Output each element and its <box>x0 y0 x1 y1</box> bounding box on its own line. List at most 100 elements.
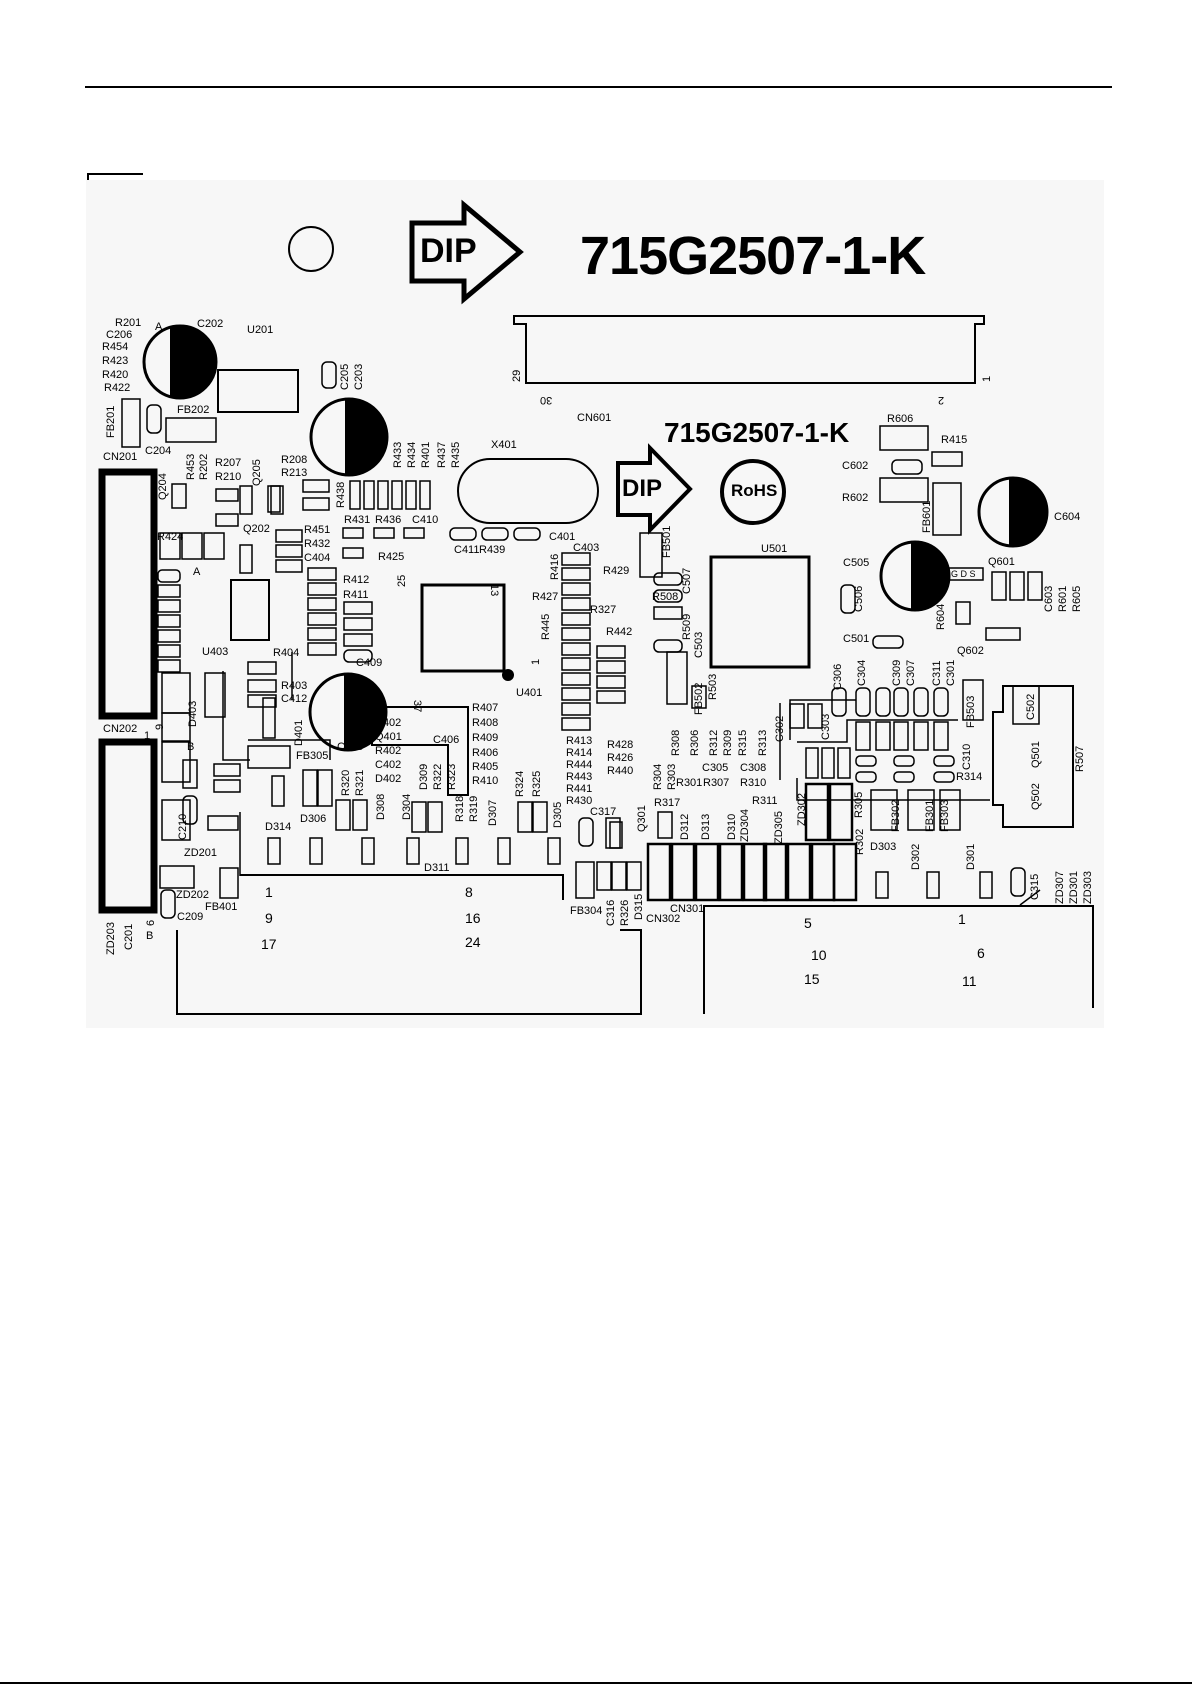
label-r601: R601 <box>1057 585 1069 612</box>
label-r302: R302 <box>854 828 866 855</box>
label-d310: D310 <box>726 813 738 840</box>
label-d401: D401 <box>293 719 305 746</box>
label-r433: R433 <box>392 441 404 468</box>
cn302-pin-1: 1 <box>265 884 273 900</box>
label-r453: R453 <box>185 453 197 480</box>
cn302-pin-24: 24 <box>465 934 481 950</box>
label-fb601: FB601 <box>921 500 933 533</box>
r507-outline <box>992 685 1074 828</box>
label-c506: C506 <box>853 585 865 612</box>
label-r325: R325 <box>531 770 543 797</box>
cn601-pin-29: 29 <box>511 369 523 382</box>
label-fb202: FB202 <box>177 404 210 416</box>
label-r451: R451 <box>304 524 331 536</box>
label-r442: R442 <box>606 626 633 638</box>
label-r327: R327 <box>590 604 617 616</box>
label-c406: C406 <box>433 734 460 746</box>
label-d315: D315 <box>633 893 645 920</box>
label-fb201: FB201 <box>105 405 117 438</box>
label-d402: D402 <box>375 773 402 785</box>
label-d302: D302 <box>910 843 922 870</box>
label-pin-9a: 9 <box>154 723 166 730</box>
label-r416: R416 <box>549 553 561 580</box>
cn202-label: CN202 <box>103 723 138 735</box>
cn302-pin-17: 17 <box>261 936 277 952</box>
label-pin-13: 13 <box>488 584 500 597</box>
label-c505: C505 <box>843 557 870 569</box>
label-pin-a2: A <box>193 566 201 578</box>
label-r507: R507 <box>1074 745 1086 772</box>
label-r320: R320 <box>340 769 352 796</box>
label-r606: R606 <box>887 413 914 425</box>
label-r454: R454 <box>102 341 129 353</box>
label-c310: C310 <box>961 743 973 770</box>
label-r306: R306 <box>689 729 701 756</box>
label-r420: R420 <box>102 369 129 381</box>
footer-rule <box>0 1682 1192 1684</box>
x401-crystal <box>457 458 599 524</box>
label-r207: R207 <box>215 457 242 469</box>
label-zd302: ZD302 <box>796 792 808 826</box>
label-zd305: ZD305 <box>773 810 785 844</box>
label-c602: C602 <box>842 460 869 472</box>
label-r431: R431 <box>344 514 371 526</box>
label-q202: Q202 <box>243 523 270 535</box>
label-c507: C507 <box>681 567 693 594</box>
label-c305: C305 <box>702 762 729 774</box>
label-r422: R422 <box>104 382 131 394</box>
label-r323: R323 <box>446 763 458 790</box>
label-zd301: ZD301 <box>1068 870 1080 904</box>
label-c411: C411 <box>454 544 480 556</box>
label-q204: Q204 <box>157 473 169 500</box>
label-r309: R309 <box>722 729 734 756</box>
label-fb301: FB301 <box>924 799 936 832</box>
label-d301: D301 <box>965 843 977 870</box>
label-pin-1b: 1 <box>144 730 151 742</box>
label-r428: R428 <box>607 739 634 751</box>
label-r437: R437 <box>436 441 448 468</box>
label-q501: Q501 <box>1030 741 1042 768</box>
label-d309: D309 <box>418 763 430 790</box>
rohs-circle <box>720 459 786 525</box>
label-r423: R423 <box>102 355 129 367</box>
label-r411: R411 <box>343 589 369 601</box>
label-r208: R208 <box>281 454 308 466</box>
label-r412: R412 <box>343 574 370 586</box>
label-d311: D311 <box>424 862 450 874</box>
label-pin-b1: B <box>187 741 195 753</box>
label-c302: C302 <box>774 715 786 742</box>
label-r441: R441 <box>566 783 593 795</box>
label-c409: C409 <box>356 657 383 669</box>
label-d313: D313 <box>700 813 712 840</box>
label-u403: U403 <box>202 646 229 658</box>
label-r202: R202 <box>198 453 210 480</box>
label-r432: R432 <box>304 538 331 550</box>
label-r429: R429 <box>603 565 630 577</box>
label-r443: R443 <box>566 771 593 783</box>
label-r405: R405 <box>472 761 499 773</box>
label-c403: C403 <box>573 542 600 554</box>
label-r508: R508 <box>652 591 679 603</box>
label-r305: R305 <box>853 791 865 818</box>
header-rule <box>85 86 1112 88</box>
label-r410: R410 <box>472 775 499 787</box>
label-r315: R315 <box>737 729 749 756</box>
label-zd307: ZD307 <box>1054 870 1066 904</box>
label-r310: R310 <box>740 777 767 789</box>
label-c301: C301 <box>945 659 957 686</box>
label-c317: C317 <box>590 806 617 818</box>
board-id-large: 715G2507-1-K <box>580 226 926 286</box>
label-c304: C304 <box>856 659 868 686</box>
u201-body <box>217 369 299 413</box>
label-fb302: FB302 <box>890 799 902 832</box>
label-fb305: FB305 <box>296 750 329 762</box>
label-r425: R425 <box>378 551 405 563</box>
label-c306: C306 <box>832 663 844 690</box>
label-r413: R413 <box>566 735 593 747</box>
cn301-pin-6: 6 <box>977 945 985 961</box>
label-u402: U402 <box>375 717 402 729</box>
label-c603: C603 <box>1043 585 1055 612</box>
dip-arrow-large <box>409 199 524 305</box>
label-r509: R509 <box>681 613 693 640</box>
label-r424: R424 <box>157 531 184 543</box>
